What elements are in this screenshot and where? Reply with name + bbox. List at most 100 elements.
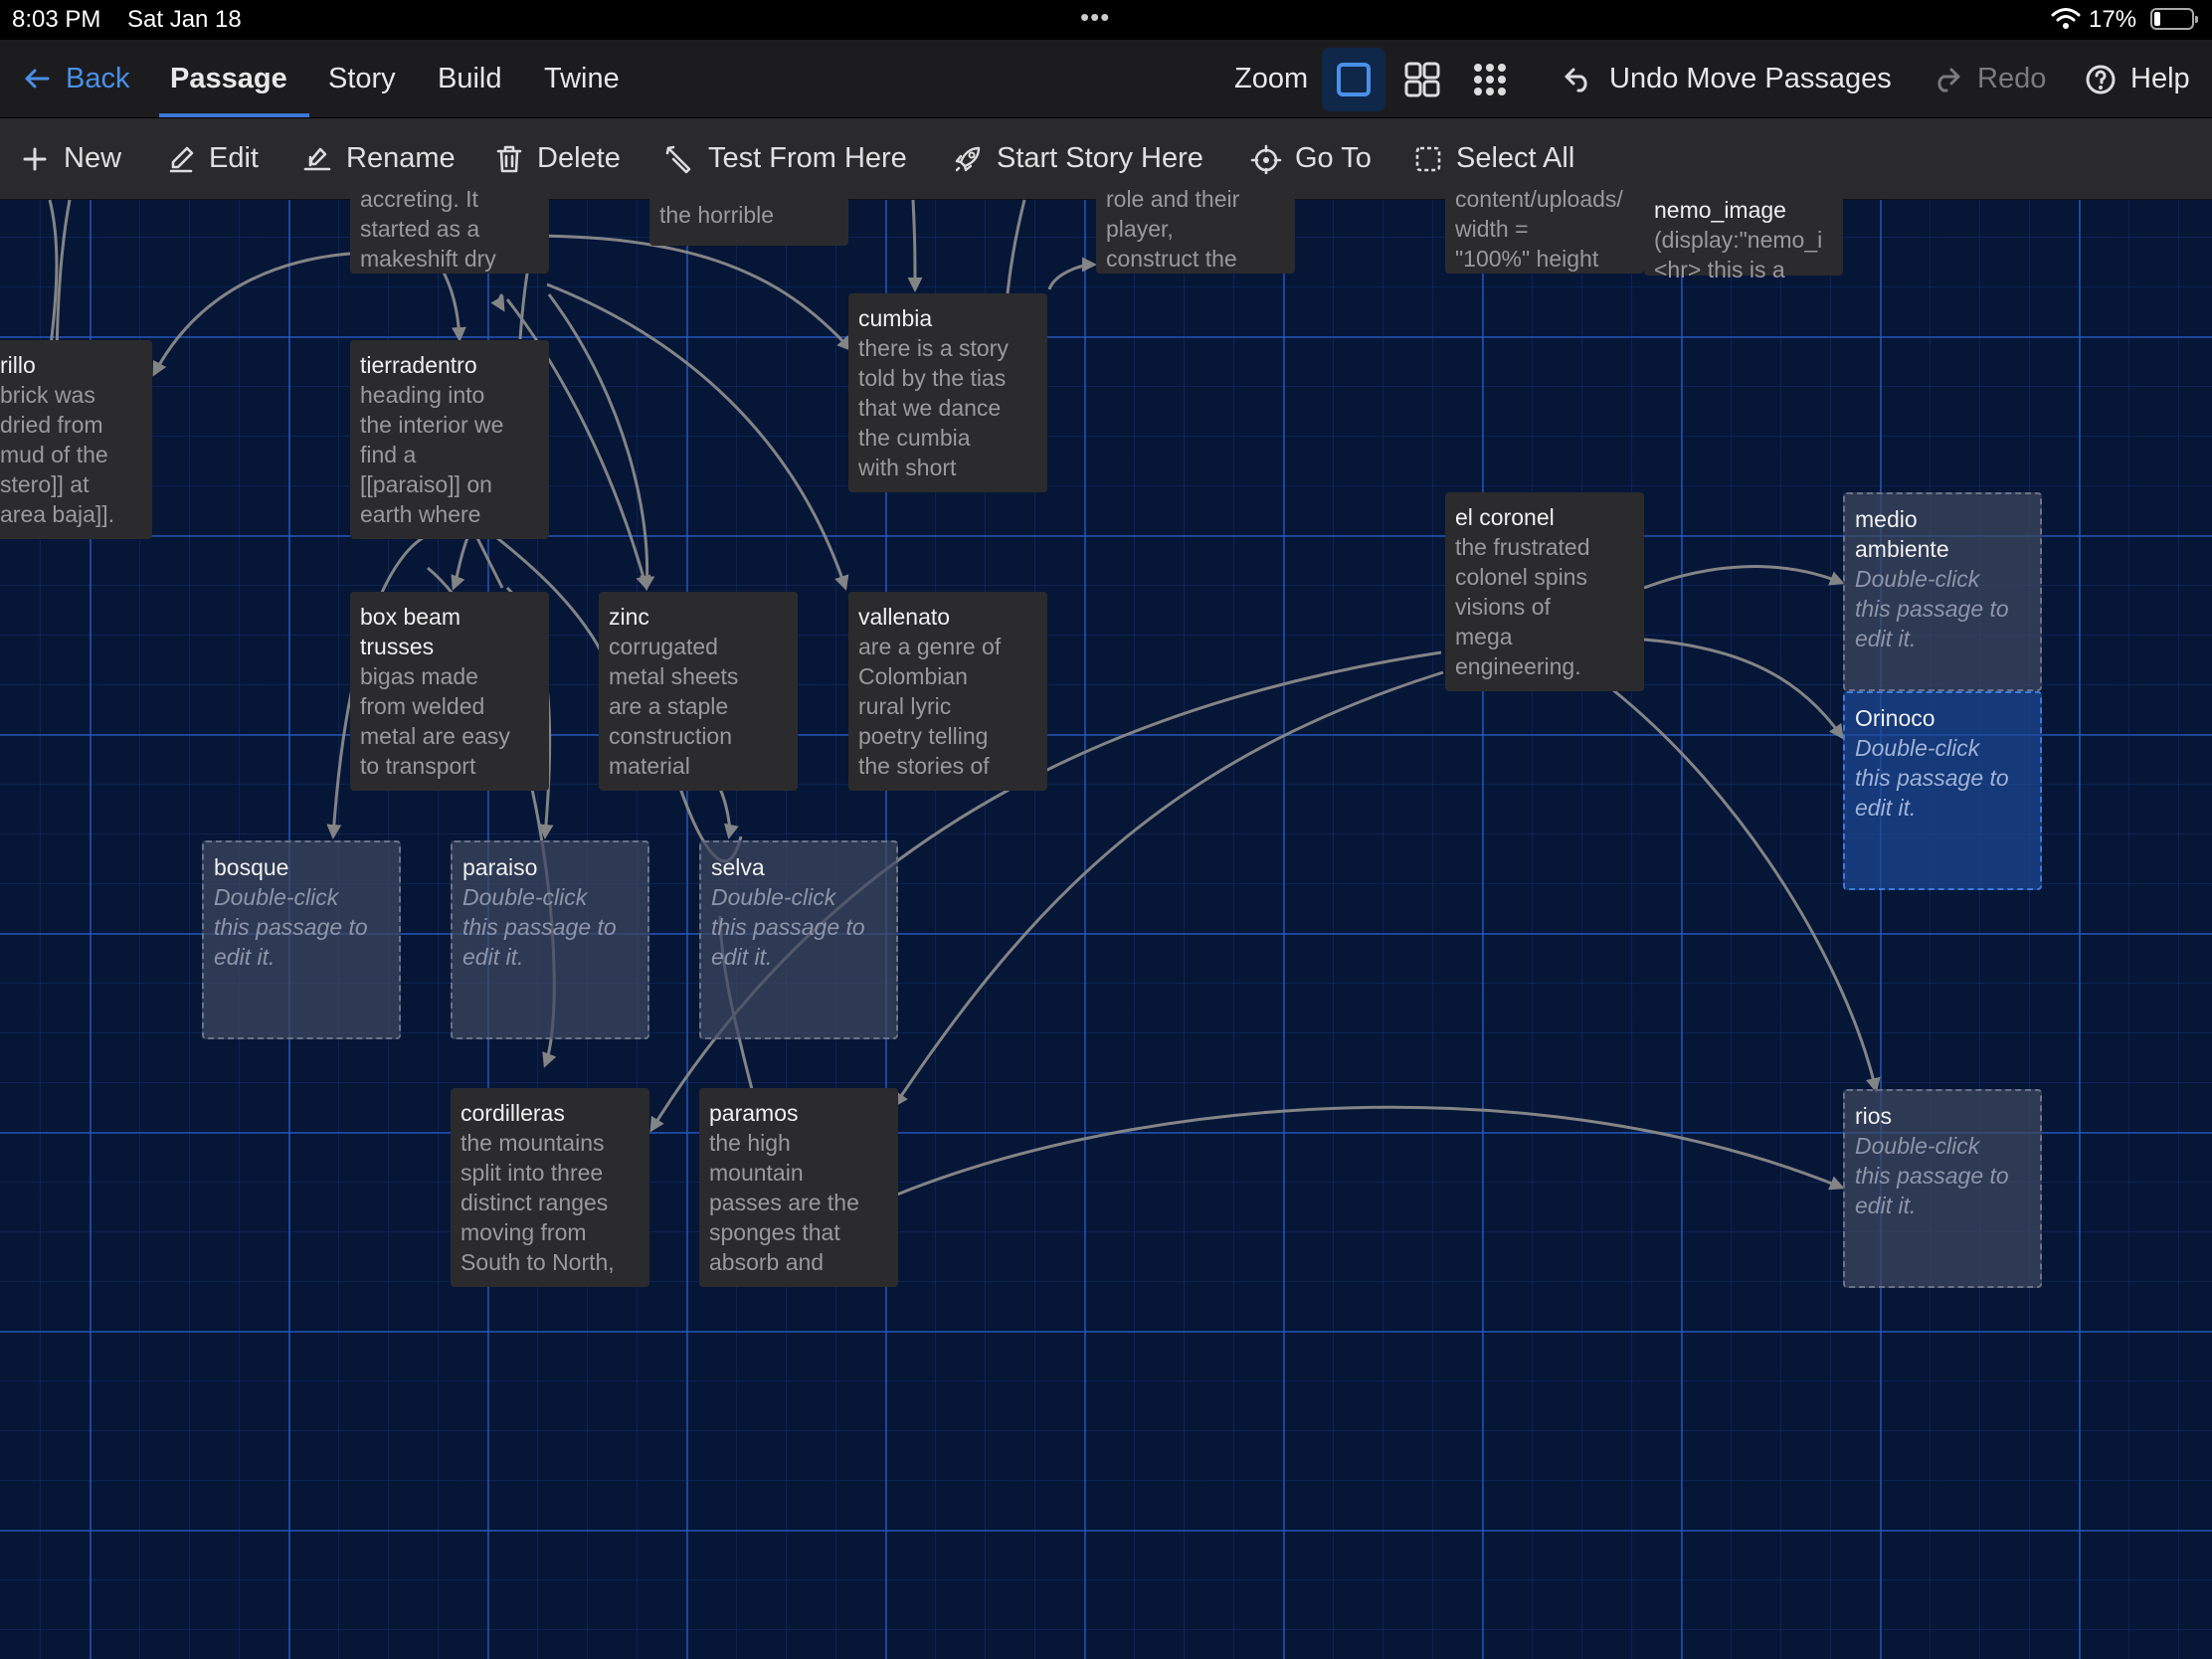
passage-card-vallenato[interactable]: vallenato are a genre of Colombian rural… [848, 592, 1047, 791]
tab-build[interactable]: Build [438, 63, 502, 94]
passage-card-rios[interactable]: rios Double-click this passage to edit i… [1843, 1089, 2042, 1288]
story-map-canvas[interactable]: accreting. It started as a makeshift dry… [0, 174, 2212, 1659]
status-date: Sat Jan 18 [127, 6, 242, 33]
rocket-icon [955, 146, 981, 172]
edit-button[interactable]: Edit [167, 118, 259, 199]
status-time: 8:03 PM [12, 6, 101, 33]
test-label: Test From Here [708, 142, 907, 174]
link-line [896, 1105, 1845, 1197]
select-all-button[interactable]: Select All [1414, 118, 1574, 199]
link-line [893, 670, 1444, 1108]
help-label: Help [2130, 63, 2190, 94]
wifi-icon [2051, 8, 2081, 29]
passage-title: selva [711, 854, 765, 880]
redo-icon [1937, 68, 1960, 92]
passage-title: vallenato [858, 604, 951, 630]
passage-excerpt: the horrible [659, 202, 775, 228]
crosshair-icon [1250, 144, 1282, 176]
new-label: New [64, 142, 122, 174]
passage-card-paramos[interactable]: paramos the high mountain passes are the… [699, 1088, 898, 1287]
undo-label: Undo Move Passages [1609, 63, 1892, 94]
redo-button[interactable]: Redo [1932, 40, 2046, 117]
passage-card-bosque[interactable]: bosque Double-click this passage to edit… [202, 840, 401, 1039]
start-label: Start Story Here [997, 142, 1203, 174]
passage-excerpt: heading into the interior we find a [[pa… [360, 382, 504, 527]
passage-excerpt: the mountains split into three distinct … [461, 1130, 615, 1275]
passage-card-cumbia[interactable]: cumbia there is a story told by the tias… [848, 293, 1047, 492]
select-all-label: Select All [1456, 142, 1575, 174]
go-to-button[interactable]: Go To [1250, 118, 1372, 199]
passage-card-role[interactable]: role and their player, construct the [1096, 174, 1295, 274]
start-story-here-button[interactable]: Start Story Here [953, 118, 1203, 199]
tab-twine[interactable]: Twine [544, 63, 620, 94]
passage-excerpt: Double-click this passage to edit it. [1855, 735, 2009, 821]
zoom-medium-button[interactable] [1390, 48, 1454, 111]
link-line [1643, 565, 1845, 590]
test-from-here-button[interactable]: Test From Here [664, 118, 907, 199]
passage-excerpt: corrugated metal sheets are a staple con… [609, 634, 739, 779]
link-line [546, 282, 849, 591]
passage-card-orinoco[interactable]: Orinoco Double-click this passage to edi… [1843, 691, 2042, 890]
plus-icon [23, 147, 47, 171]
rename-button[interactable]: Rename [302, 118, 456, 199]
undo-button[interactable]: Undo Move Passages [1564, 40, 1892, 117]
passage-excerpt: brick was dried from mud of the stero]] … [0, 382, 115, 527]
battery-percent: 17% [2089, 6, 2137, 33]
link-line [547, 293, 655, 591]
passage-card-medio-ambiente[interactable]: medio ambiente Double-click this passage… [1843, 492, 2042, 691]
passage-card-el-coronel[interactable]: el coronel the frustrated colonel spins … [1445, 492, 1644, 691]
multitasking-dots-icon[interactable]: ••• [1080, 2, 1111, 32]
top-nav: Back Passage Story Build Twine Zoom Undo… [0, 40, 2212, 118]
redo-label: Redo [1977, 63, 2047, 94]
zoom-large-button[interactable] [1322, 48, 1385, 111]
passage-card-nemo-image[interactable]: nemo_image (display:"nemo_i <hr> this is… [1644, 185, 1843, 282]
trash-icon [496, 145, 522, 173]
tab-passage[interactable]: Passage [170, 63, 287, 94]
link-line [907, 199, 923, 292]
passage-title: cumbia [858, 305, 933, 331]
passage-excerpt: (display:"nemo_i <hr> this is a [1654, 227, 1823, 282]
link-line [475, 537, 504, 589]
tab-story[interactable]: Story [328, 63, 396, 94]
goto-label: Go To [1295, 142, 1372, 174]
passage-title: nemo_image [1654, 197, 1786, 223]
passage-card-uploads[interactable]: content/uploads/ width = "100%" height [1445, 174, 1644, 274]
delete-label: Delete [537, 142, 621, 174]
passage-card-paraiso[interactable]: paraiso Double-click this passage to edi… [451, 840, 649, 1039]
link-line [451, 537, 469, 591]
passage-card-horrible[interactable]: the horrible [649, 190, 848, 246]
passage-title: tierradentro [360, 352, 477, 378]
delete-button[interactable]: Delete [495, 118, 621, 199]
passage-excerpt: role and their player, construct the [1106, 186, 1240, 272]
help-button[interactable]: Help [2085, 40, 2190, 117]
passage-card-box-beam-trusses[interactable]: box beam trusses bigas made from welded … [350, 592, 549, 791]
passage-card-tierradentro[interactable]: tierradentro heading into the interior w… [350, 340, 549, 539]
passage-title: Orinoco [1855, 705, 1936, 731]
four-squares-icon [1404, 62, 1440, 97]
tool-icon [665, 145, 691, 174]
back-button[interactable]: Back [20, 40, 129, 117]
link-line [152, 252, 351, 377]
question-circle-icon [2086, 65, 2116, 94]
zoom-small-button[interactable] [1458, 48, 1522, 111]
edit-label: Edit [209, 142, 259, 174]
passage-title: rillo [0, 352, 36, 378]
link-line [1602, 680, 1881, 1093]
passage-title: paramos [709, 1100, 799, 1126]
passage-card-accreting[interactable]: accreting. It started as a makeshift dry [350, 174, 549, 274]
passage-excerpt: Double-click this passage to edit it. [462, 884, 617, 970]
passage-card-selva[interactable]: selva Double-click this passage to edit … [699, 840, 898, 1039]
passage-card-cordilleras[interactable]: cordilleras the mountains split into thr… [451, 1088, 649, 1287]
new-passage-button[interactable]: New [22, 118, 121, 199]
passage-excerpt: Double-click this passage to edit it. [214, 884, 368, 970]
passage-excerpt: content/uploads/ width = "100%" height [1455, 186, 1623, 272]
passage-card-zinc[interactable]: zinc corrugated metal sheets are a stapl… [599, 592, 798, 791]
passage-title: zinc [609, 604, 649, 630]
link-line [1047, 257, 1097, 290]
passage-excerpt: the frustrated colonel spins visions of … [1455, 534, 1590, 679]
status-bar: 8:03 PM Sat Jan 18 ••• 17% [0, 0, 2212, 40]
passage-title: medio ambiente [1855, 506, 1949, 562]
passage-card-rillo[interactable]: rillo brick was dried from mud of the st… [0, 340, 152, 539]
zoom-label: Zoom [1234, 63, 1309, 94]
active-tab-indicator [159, 113, 309, 117]
